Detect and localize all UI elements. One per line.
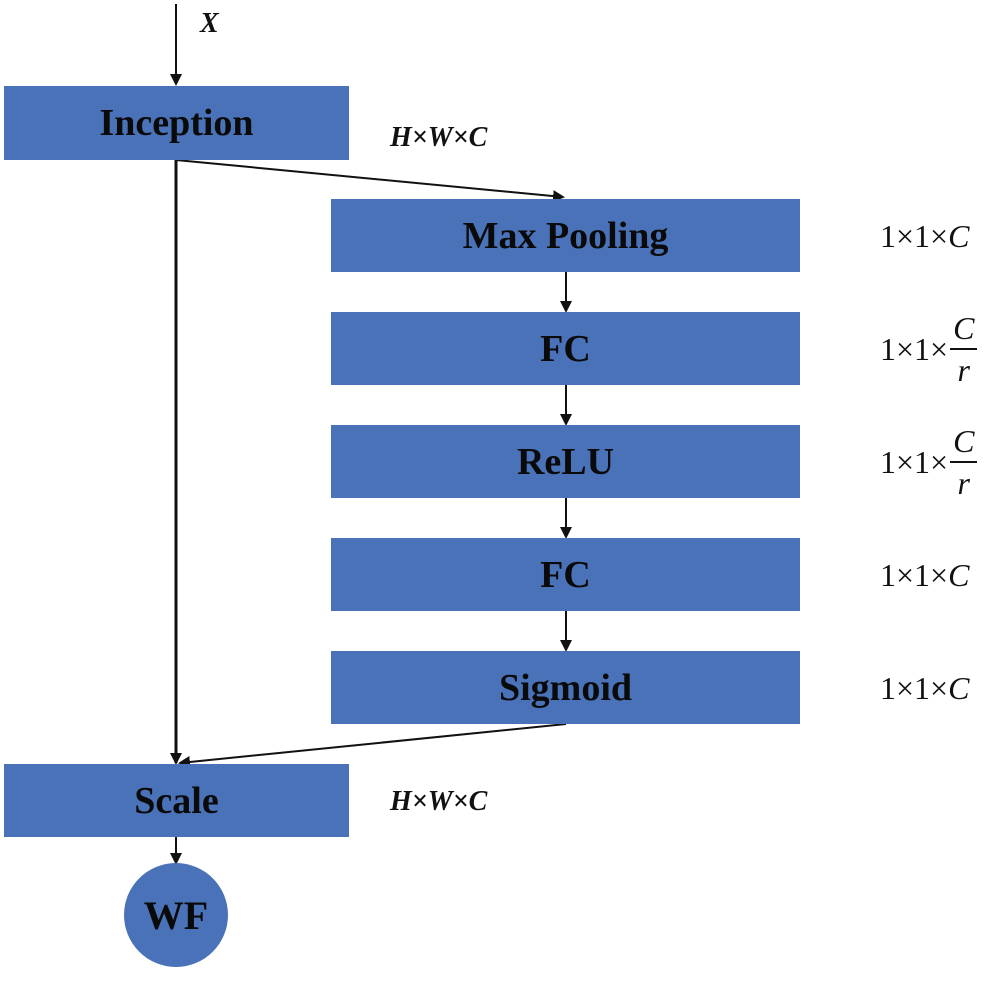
sigmoid-dims: 1×1×C (880, 668, 969, 708)
arrow-sigmoid-to-scale (178, 723, 567, 768)
wf-output-node: WF (124, 863, 228, 967)
dims-var: C (948, 556, 970, 593)
fraction-denominator: r (957, 352, 970, 388)
max-pooling-dims: 1×1×C (880, 216, 969, 256)
dims-prefix: 1×1× (880, 556, 949, 593)
fraction-numerator: C (950, 425, 978, 463)
scale-block: Scale (4, 764, 349, 837)
inception-dims-label: H×W×C (390, 122, 488, 153)
sigmoid-block: Sigmoid (331, 651, 800, 724)
fc2-block: FC (331, 538, 800, 611)
input-label: X (200, 8, 219, 39)
dims-prefix: 1×1× (880, 669, 949, 706)
dims-prefix: 1×1× (880, 443, 949, 480)
dims-var: C (948, 669, 970, 706)
inception-block: Inception (4, 86, 349, 160)
relu-block: ReLU (331, 425, 800, 498)
max-pooling-block: Max Pooling (331, 199, 800, 272)
dims-prefix: 1×1× (880, 217, 949, 254)
arrow-inception-to-maxpool (175, 159, 565, 203)
fraction-denominator: r (957, 465, 970, 501)
dims-var: C (948, 217, 970, 254)
fraction: C r (950, 312, 978, 388)
fraction: C r (950, 425, 978, 501)
dims-prefix: 1×1× (880, 330, 949, 367)
scale-dims-label: H×W×C (390, 786, 488, 817)
fraction-numerator: C (950, 312, 978, 350)
fc1-block: FC (331, 312, 800, 385)
fc2-dims: 1×1×C (880, 555, 969, 595)
relu-dims: 1×1× C r (880, 421, 978, 503)
fc1-dims: 1×1× C r (880, 308, 978, 390)
